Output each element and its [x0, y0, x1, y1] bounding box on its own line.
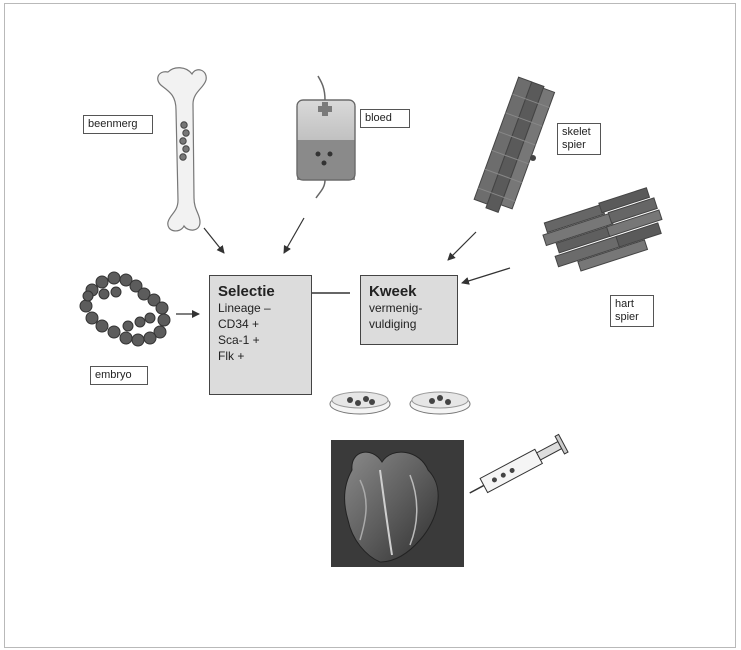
arrow-bloed-to-selectie	[283, 217, 305, 254]
selectie-line-sca1: Sca-1 +	[218, 333, 260, 347]
embryo-illustration	[79, 271, 171, 347]
syringe-illustration	[469, 433, 569, 494]
selectie-line-cd34: CD34 +	[218, 317, 260, 331]
label-beenmerg: beenmerg	[83, 115, 153, 134]
bone-illustration	[157, 67, 207, 232]
label-embryo-text: embryo	[95, 369, 132, 381]
arrow-hart-to-kweek	[461, 267, 511, 285]
petri-dishes-illustration	[329, 391, 471, 415]
selectie-title: Selectie	[218, 283, 275, 300]
label-bloed-text: bloed	[365, 112, 392, 124]
label-skelet-line: skelet	[562, 126, 591, 138]
kweek-line-2: vuldiging	[369, 317, 417, 331]
label-embryo: embryo	[90, 366, 148, 385]
label-skelet-spier: skelet spier	[557, 123, 601, 155]
label-hart-spier-line: spier	[615, 311, 639, 323]
cardiac-muscle-illustration	[542, 187, 663, 272]
selectie-line-lineage: Lineage –	[218, 301, 271, 315]
arrow-skelet-to-kweek	[447, 231, 477, 261]
label-hart-spier: hart spier	[610, 295, 654, 327]
label-spier-line: spier	[562, 139, 586, 151]
arrow-beenmerg-to-selectie	[203, 227, 225, 254]
kweek-box: Kweek vermenig- vuldiging	[360, 275, 458, 345]
label-hart-line: hart	[615, 298, 634, 310]
blood-bag-illustration	[296, 75, 356, 199]
heart-photo	[331, 440, 464, 567]
label-beenmerg-text: beenmerg	[88, 118, 138, 130]
label-bloed: bloed	[360, 109, 410, 128]
kweek-title: Kweek	[369, 283, 417, 300]
skeletal-muscle-illustration	[473, 76, 556, 213]
selectie-line-flk: Flk +	[218, 349, 245, 363]
selectie-box: Selectie Lineage – CD34 + Sca-1 + Flk +	[209, 275, 312, 395]
kweek-line-1: vermenig-	[369, 301, 423, 315]
